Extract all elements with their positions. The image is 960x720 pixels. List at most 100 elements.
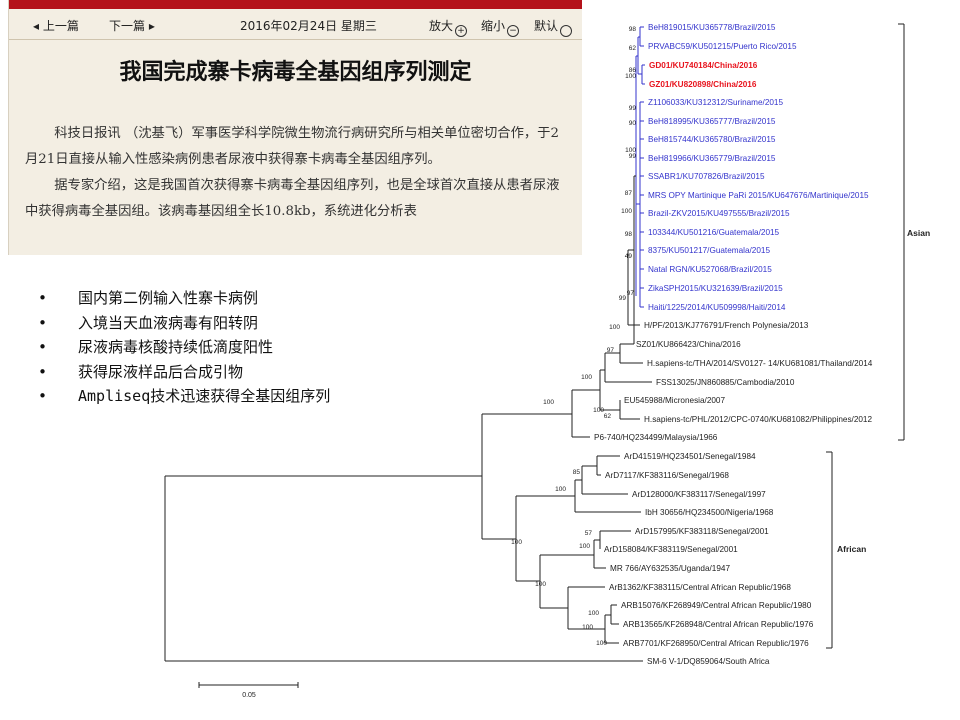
tree-leaf-label: PRVABC59/KU501215/Puerto Rico/2015 bbox=[648, 42, 797, 51]
tree-leaf-label: BeH815744/KU365780/Brazil/2015 bbox=[648, 135, 776, 144]
bootstrap-value: 100 bbox=[621, 208, 632, 215]
bootstrap-value: 87 bbox=[625, 190, 633, 197]
tree-leaf-label: MR 766/AY632535/Uganda/1947 bbox=[610, 564, 730, 573]
tree-leaf-label: Haiti/1225/2014/KU509998/Haiti/2014 bbox=[648, 303, 786, 312]
bootstrap-value: 97 bbox=[627, 290, 635, 297]
article-paragraph-1: 科技日报讯 （沈基飞）军事医学科学院微生物流行病研究所与相关单位密切合作，于2月… bbox=[25, 126, 559, 167]
tree-leaf-label: BeH819015/KU365778/Brazil/2015 bbox=[648, 23, 776, 32]
bootstrap-value: 100 bbox=[593, 407, 604, 414]
tree-leaf-label: GZ01/KU820898/China/2016 bbox=[649, 80, 757, 89]
bullet-list: • 国内第二例输入性寨卡病例 • 入境当天血液病毒有阳转阴 • 尿液病毒核酸持续低滴度… bbox=[36, 288, 330, 411]
bootstrap-value: 57 bbox=[585, 530, 593, 537]
bullet-text: 入境当天血液病毒有阳转阴 bbox=[78, 313, 259, 332]
bullet-item: • 获得尿液样品后合成引物 bbox=[36, 362, 330, 387]
plus-icon: + bbox=[455, 25, 468, 37]
bullet-text: 获得尿液样品后合成引物 bbox=[78, 362, 244, 381]
nav-divider bbox=[9, 39, 582, 40]
article-nav-bar: ◂ 上一篇 下一篇 ▸ 2016年02月24日 星期三 放大+ 缩小− 默认 bbox=[9, 9, 582, 39]
tree-leaf-label: H/PF/2013/KJ776791/French Polynesia/2013 bbox=[644, 321, 809, 330]
default-size-button[interactable]: 默认 bbox=[534, 17, 573, 37]
bootstrap-value: 62 bbox=[604, 413, 612, 420]
bootstrap-value: 100 bbox=[588, 610, 599, 617]
scale-bar-label: 0.05 bbox=[242, 692, 256, 699]
bootstrap-value: 100 bbox=[535, 581, 546, 588]
tree-leaf-label: ARB7701/KF268950/Central African Republi… bbox=[623, 639, 809, 648]
tree-leaf-label: ArD158084/KF383119/Senegal/2001 bbox=[604, 545, 738, 554]
article-paragraph-2: 据专家介绍，这是我国首次获得寨卡病毒全基因组序列，也是全球首次直接从患者尿液中获… bbox=[25, 178, 560, 219]
tree-leaf-label: Z1106033/KU312312/Suriname/2015 bbox=[648, 98, 783, 107]
tree-leaf-label: ArD157995/KF383118/Senegal/2001 bbox=[635, 527, 769, 536]
tree-leaf-label: IbH 30656/HQ234500/Nigeria/1968 bbox=[645, 508, 774, 517]
zoom-in-button[interactable]: 放大+ bbox=[429, 17, 468, 37]
bootstrap-value: 100 bbox=[511, 539, 522, 546]
radio-circle-icon bbox=[560, 25, 573, 37]
bootstrap-value: 90 bbox=[629, 120, 637, 127]
bullet-dot-icon: • bbox=[38, 313, 48, 332]
tree-leaf-label: EU545988/Micronesia/2007 bbox=[624, 396, 725, 405]
bootstrap-value: 86 bbox=[629, 67, 637, 74]
bootstrap-value: 62 bbox=[629, 45, 637, 52]
tree-leaf-label: H.sapiens-tc/THA/2014/SV0127- 14/KU68108… bbox=[647, 359, 873, 368]
bootstrap-value: 100 bbox=[555, 486, 566, 493]
bullet-dot-icon: • bbox=[38, 289, 48, 307]
bullet-item: • 入境当天血液病毒有阳转阴 bbox=[36, 313, 330, 338]
tree-leaf-label: 103344/KU501216/Guatemala/2015 bbox=[648, 228, 780, 237]
bootstrap-value: 100 bbox=[596, 640, 607, 647]
bootstrap-value: 100 bbox=[581, 374, 592, 381]
bullet-text: 国内第二例输入性寨卡病例 bbox=[78, 289, 259, 307]
default-size-label: 默认 bbox=[534, 19, 559, 33]
tree-leaf-label: FSS13025/JN860885/Cambodia/2010 bbox=[656, 378, 795, 387]
tree-leaf-label: SZ01/KU866423/China/2016 bbox=[636, 340, 741, 349]
bullet-dot-icon: • bbox=[38, 338, 48, 356]
bullet-text: 尿液病毒核酸持续低滴度阳性 bbox=[78, 338, 274, 356]
tree-leaf-label: Natal RGN/KU527068/Brazil/2015 bbox=[648, 265, 772, 274]
bootstrap-value: 98 bbox=[625, 231, 633, 238]
bullet-dot-icon: • bbox=[38, 362, 48, 381]
next-article-label: 下一篇 bbox=[109, 19, 146, 33]
tree-leaf-label: H.sapiens-tc/PHL/2012/CPC-0740/KU681082/… bbox=[644, 415, 872, 424]
bootstrap-value: 97 bbox=[607, 347, 615, 354]
tree-leaf-label: SM-6 V-1/DQ859064/South Africa bbox=[647, 657, 770, 666]
clade-label-african: African bbox=[837, 544, 866, 554]
tree-leaf-label: BeH819966/KU365779/Brazil/2015 bbox=[648, 154, 776, 163]
bullet-text: Ampliseq技术迅速获得全基因组序列 bbox=[78, 387, 331, 405]
tree-leaf-label: ARB15076/KF268949/Central African Republ… bbox=[621, 601, 812, 610]
bullet-item: • 尿液病毒核酸持续低滴度阳性 bbox=[36, 337, 330, 362]
tree-leaf-label: P6-740/HQ234499/Malaysia/1966 bbox=[594, 433, 718, 442]
tree-leaf-label: 8375/KU501217/Guatemala/2015 bbox=[648, 246, 770, 255]
article-top-bar bbox=[9, 0, 582, 9]
bootstrap-value: 99 bbox=[629, 153, 637, 160]
bullet-item: • Ampliseq技术迅速获得全基因组序列 bbox=[36, 386, 330, 411]
zoom-out-label: 缩小 bbox=[481, 19, 506, 33]
bootstrap-value: 100 bbox=[582, 624, 593, 631]
tree-leaf-label: ArB1362/KF383115/Central African Republi… bbox=[609, 583, 791, 592]
bullet-item: • 国内第二例输入性寨卡病例 bbox=[36, 288, 330, 313]
bootstrap-value: 99 bbox=[629, 105, 637, 112]
tree-leaf-label: Brazil-ZKV2015/KU497555/Brazil/2015 bbox=[648, 209, 790, 218]
bootstrap-value: 100 bbox=[625, 147, 636, 154]
bullet-dot-icon: • bbox=[38, 387, 48, 405]
tree-leaf-label: MRS OPY Martinique PaRi 2015/KU647676/Ma… bbox=[648, 191, 869, 200]
prev-article-link[interactable]: ◂ 上一篇 bbox=[33, 19, 79, 33]
next-article-link[interactable]: 下一篇 ▸ bbox=[109, 19, 155, 33]
tree-leaf-label: ArD7117/KF383116/Senegal/1968 bbox=[605, 471, 729, 480]
article-body: 科技日报讯 （沈基飞）军事医学科学院微生物流行病研究所与相关单位密切合作，于2月… bbox=[25, 121, 569, 225]
tree-leaf-label: ArD128000/KF383117/Senegal/1997 bbox=[632, 490, 766, 499]
bootstrap-value: 85 bbox=[573, 469, 581, 476]
bootstrap-value: 98 bbox=[629, 26, 637, 33]
prev-article-label: 上一篇 bbox=[42, 19, 79, 33]
bootstrap-value: 100 bbox=[579, 543, 590, 550]
article-date: 2016年02月24日 星期三 bbox=[240, 19, 377, 33]
bootstrap-value: 99 bbox=[619, 295, 627, 302]
zoom-out-button[interactable]: 缩小− bbox=[481, 17, 520, 37]
tree-leaf-label: BeH818995/KU365777/Brazil/2015 bbox=[648, 117, 776, 126]
minus-icon: − bbox=[507, 25, 520, 37]
zoom-in-label: 放大 bbox=[429, 19, 454, 33]
tree-leaf-label: ArD41519/HQ234501/Senegal/1984 bbox=[624, 452, 756, 461]
bootstrap-value: 100 bbox=[609, 324, 620, 331]
tree-leaf-label: SSABR1/KU707826/Brazil/2015 bbox=[648, 172, 765, 181]
bootstrap-value: 100 bbox=[625, 73, 636, 80]
tree-leaf-label: GD01/KU740184/China/2016 bbox=[649, 61, 758, 70]
bootstrap-value: 100 bbox=[543, 399, 554, 406]
